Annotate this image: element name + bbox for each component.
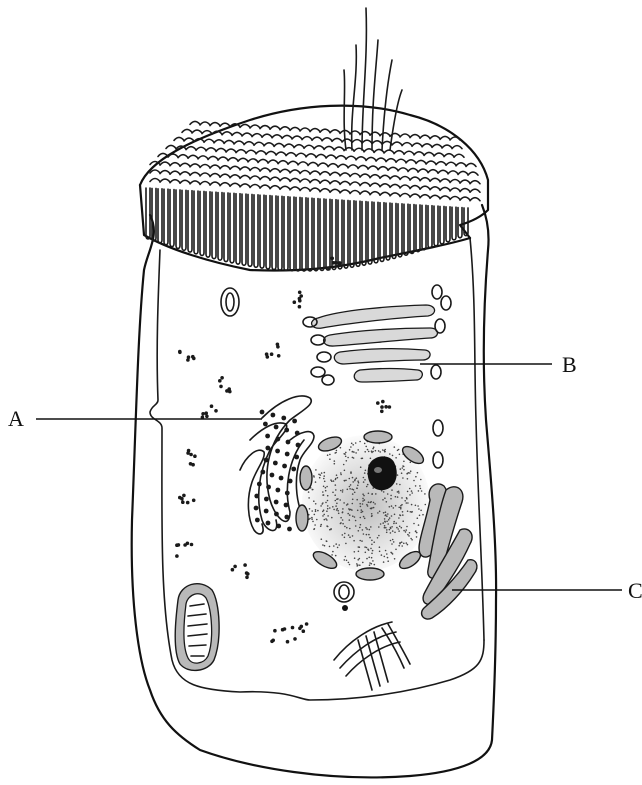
microvilli-border xyxy=(140,106,488,271)
mitochondrion xyxy=(175,584,219,671)
cell-membrane-right xyxy=(470,238,484,640)
label-c: C xyxy=(628,578,642,603)
nucleus xyxy=(296,431,430,580)
centrioles xyxy=(334,622,410,690)
label-a: A xyxy=(8,406,24,431)
label-b: B xyxy=(562,352,577,377)
nucleolus xyxy=(368,456,397,490)
cilia-bundle xyxy=(344,8,402,150)
golgi-apparatus xyxy=(303,305,438,385)
lysosome xyxy=(334,582,354,611)
